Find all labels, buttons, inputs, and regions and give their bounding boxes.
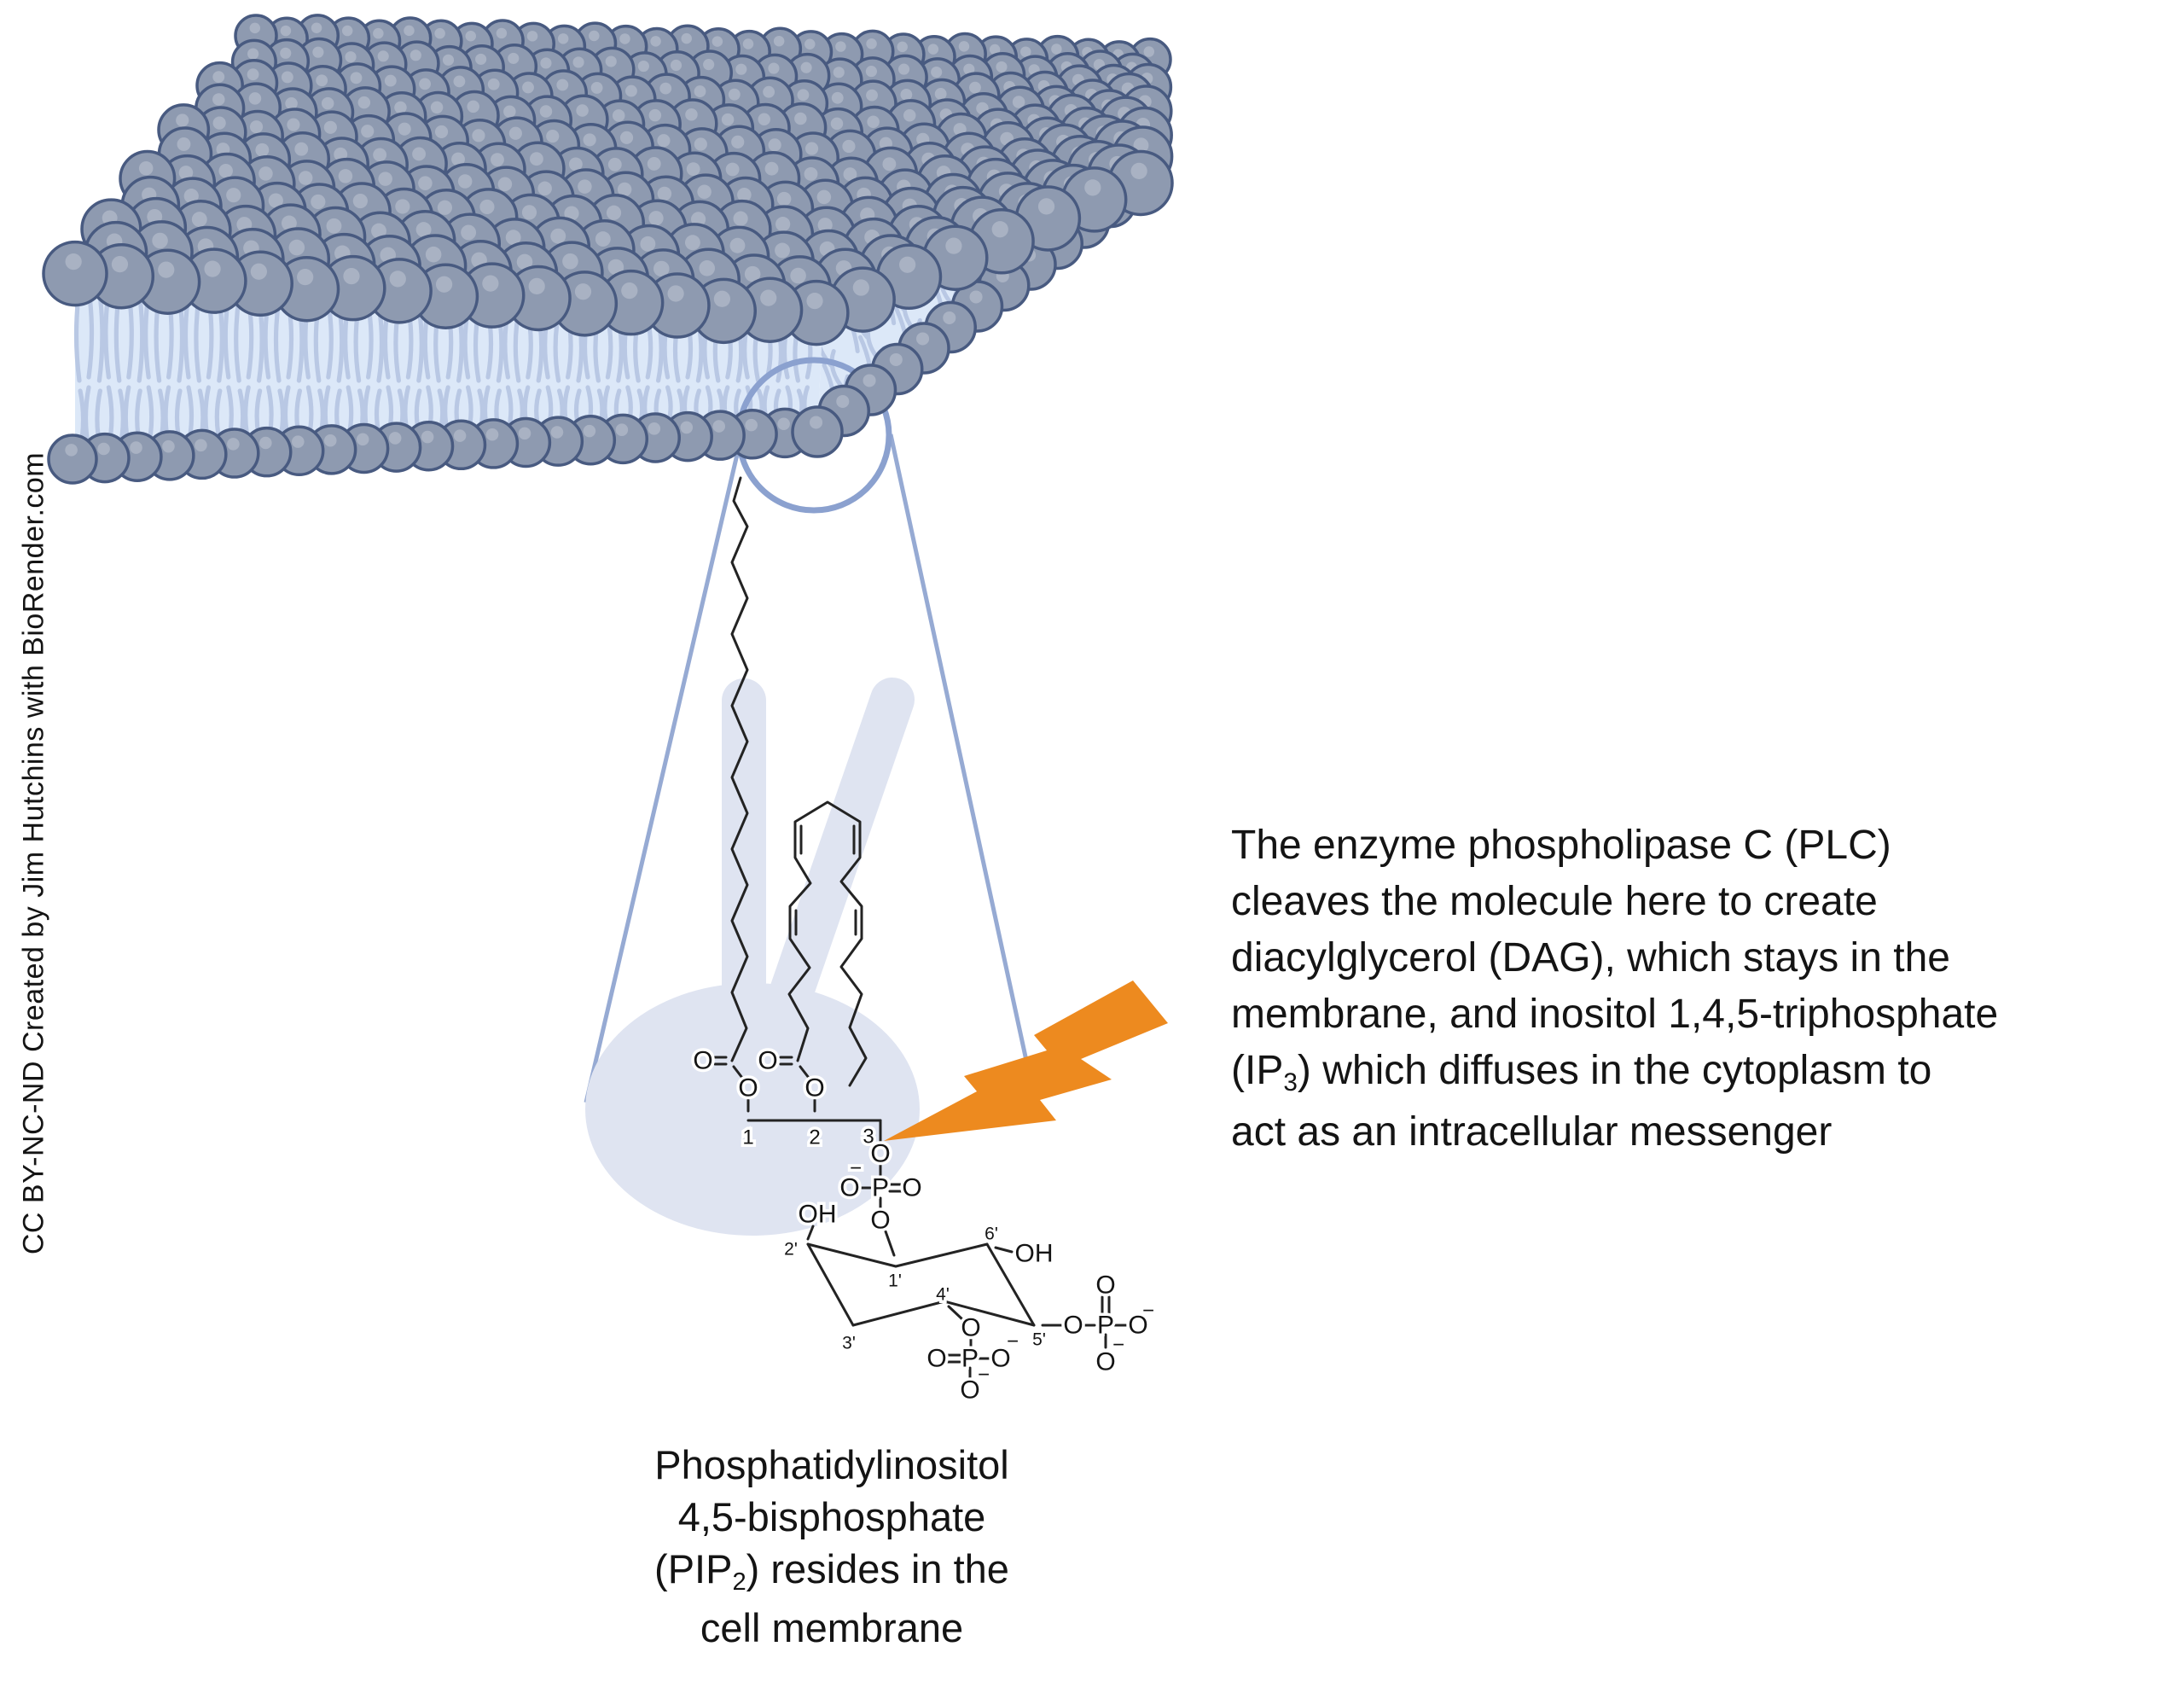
zoom-lens [584,357,1042,1120]
inositol-position-label-4prime: 4' [936,1285,950,1305]
glycerol-carbon-label-3: 3 [863,1126,874,1149]
saturated-acyl-chain [730,476,749,1062]
membrane-top-surface [42,14,1174,346]
negative-charge-label: − [850,1157,862,1180]
credit-text: CC BY-NC-ND Created by Jim Hutchins with… [17,451,50,1255]
plc-explanation-text: The enzyme phospholipase C (PLC) cleaves… [1231,817,2178,1161]
atom-label-o: O [960,1376,979,1405]
atom-label-p: P [961,1345,979,1373]
atom-label-o: O [926,1345,946,1373]
inositol-position-label-2prime: 2' [784,1240,798,1260]
atom-label-o: O [870,1207,890,1235]
atom-label-o: O [870,1140,890,1168]
negative-charge-label: − [1142,1300,1154,1323]
negative-charge-label: − [1007,1330,1019,1353]
inositol-position-label-1prime: 1' [888,1271,902,1291]
negative-charge-label: − [1112,1334,1124,1357]
inositol-position-label-6prime: 6' [985,1225,998,1244]
atom-label-o: O [1095,1271,1115,1300]
atom-label-oh: OH [799,1201,837,1229]
plc-text-before-sub: The enzyme phospholipase C (PLC) cleaves… [1231,823,1999,1093]
caption-after-sub: ) resides in the cell membrane [700,1546,1009,1650]
glycerol-carbon-label-1: 1 [742,1126,753,1149]
molecule-caption: Phosphatidylinositol 4,5-bisphosphate (P… [559,1439,1105,1654]
atom-label-o: O [839,1174,859,1202]
caption-before-sub: Phosphatidylinositol 4,5-bisphosphate (P… [654,1442,1009,1591]
atom-label-o: O [758,1047,777,1075]
atom-label-o: O [693,1047,712,1075]
atom-label-o: O [1063,1312,1083,1340]
glycerol-carbon-label-2: 2 [809,1126,820,1149]
inositol-position-label-3prime: 3' [842,1334,856,1353]
caption-subscript: 2 [732,1568,746,1597]
plc-text-after-sub: ) which diffuses in the cytoplasm to act… [1231,1048,1932,1155]
atom-label-oh: OH [1015,1240,1054,1268]
lightning-bolt-icon [884,980,1168,1141]
atom-label-o: O [1095,1348,1115,1376]
polyunsaturated-acyl-chain [787,800,868,1087]
negative-charge-label: − [978,1364,990,1387]
atom-label-o: O [738,1074,758,1103]
plc-text-subscript: 3 [1283,1068,1298,1097]
highlighted-phospholipid-cartoon [585,678,920,1236]
atom-label-o: O [990,1345,1010,1373]
atom-label-p: P [872,1174,889,1202]
atom-label-o: O [1128,1312,1147,1340]
atom-label-o: O [902,1174,921,1202]
atom-label-o: O [961,1314,980,1342]
inositol-position-label-5prime: 5' [1032,1330,1046,1350]
atom-label-o: O [804,1074,824,1103]
atom-label-p: P [1097,1312,1114,1340]
